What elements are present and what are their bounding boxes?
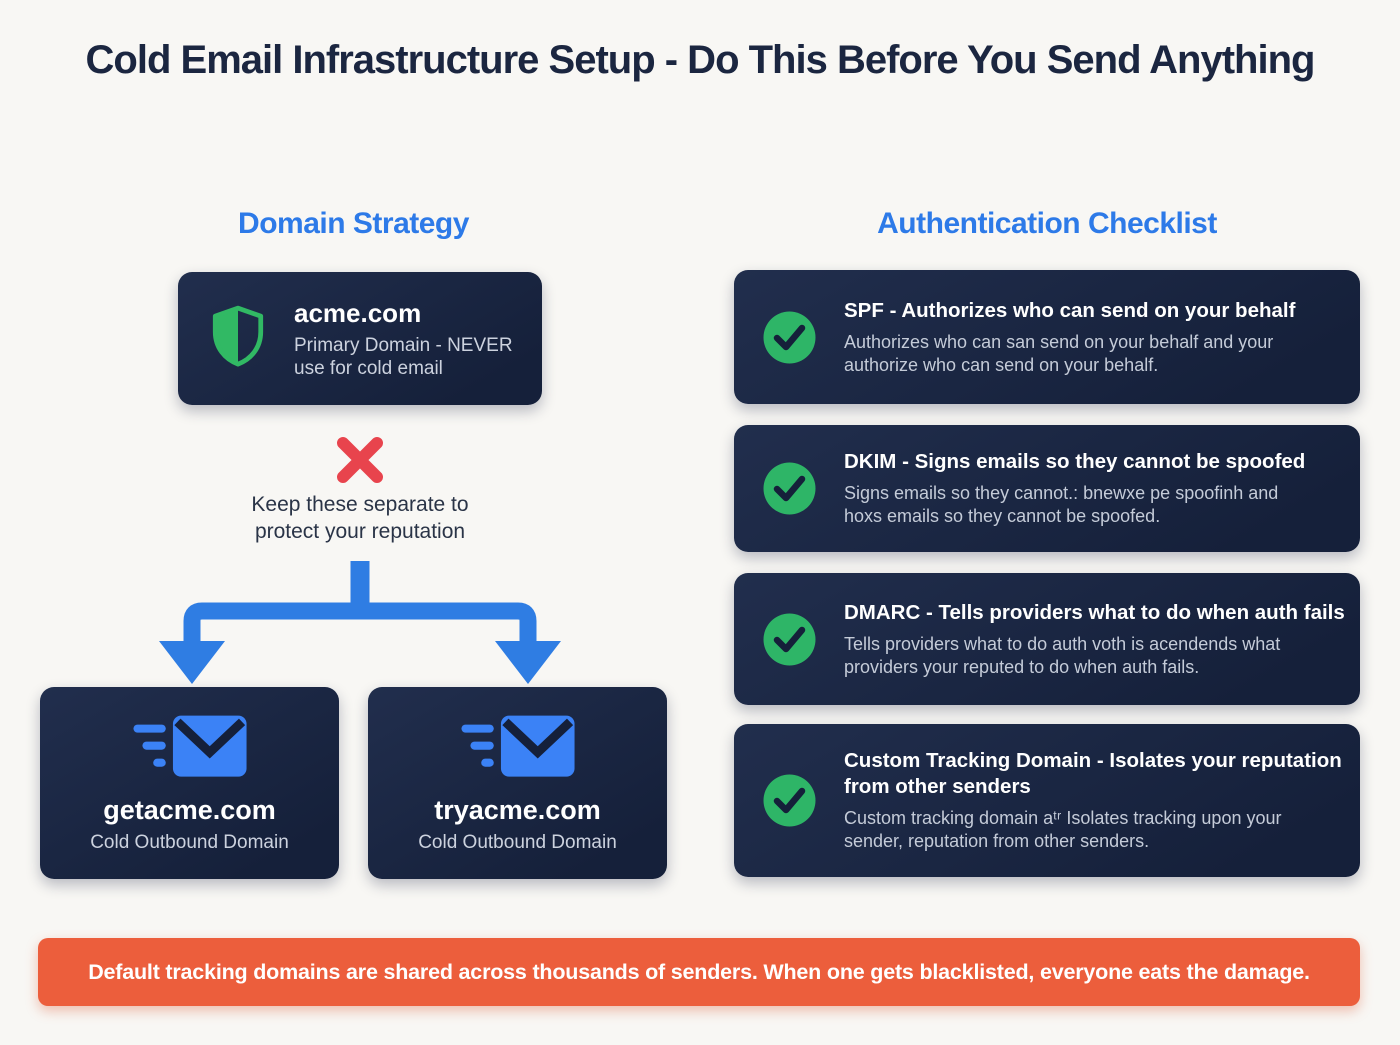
checklist-item-title: DKIM - Signs emails so they cannot be sp…	[844, 450, 1306, 473]
outbound-domain-name: tryacme.com	[434, 795, 601, 825]
check-icon	[762, 461, 817, 516]
checklist-item-text: SPF - Authorizes who can send on your be…	[844, 298, 1360, 377]
checklist-item-dmarc: DMARC - Tells providers what to do when …	[734, 573, 1360, 705]
checklist-item-title: Custom Tracking Domain - Isolates your r…	[844, 749, 1342, 798]
checklist-item-description: Custom tracking domain aᵗʳ Isolates trac…	[844, 808, 1282, 851]
outbound-domain-card: tryacme.com Cold Outbound Domain	[368, 687, 667, 879]
checklist-item-tracking-domain: Custom Tracking Domain - Isolates your r…	[734, 724, 1360, 877]
primary-card-text: acme.com Primary Domain - NEVER use for …	[294, 298, 513, 380]
checklist-item-title: DMARC - Tells providers what to do when …	[844, 600, 1345, 624]
check-icon	[762, 612, 817, 667]
checklist-item-text: Custom Tracking Domain - Isolates your r…	[844, 748, 1360, 853]
domain-strategy-heading: Domain Strategy	[238, 207, 469, 240]
warning-banner-text: Default tracking domains are shared acro…	[88, 959, 1310, 984]
check-icon	[762, 773, 817, 828]
outbound-domain-name: getacme.com	[103, 795, 276, 825]
mail-icon	[131, 712, 249, 787]
checklist-item-description: Tells providers what to do auth voth is …	[844, 633, 1281, 677]
check-icon	[762, 310, 817, 365]
checklist-item-description: Signs emails so they cannot.: bnewxe pe …	[844, 483, 1279, 526]
checklist-item-dkim: DKIM - Signs emails so they cannot be sp…	[734, 425, 1360, 552]
warning-banner: Default tracking domains are shared acro…	[38, 938, 1360, 1006]
auth-checklist-heading: Authentication Checklist	[877, 207, 1217, 240]
x-icon	[333, 433, 387, 487]
outbound-domain-label: Cold Outbound Domain	[90, 832, 289, 853]
checklist-item-spf: SPF - Authorizes who can send on your be…	[734, 270, 1360, 404]
mail-icon	[459, 712, 577, 787]
primary-domain-name: acme.com	[294, 297, 422, 328]
primary-domain-card: acme.com Primary Domain - NEVER use for …	[178, 272, 542, 405]
checklist-item-text: DKIM - Signs emails so they cannot be sp…	[844, 449, 1360, 528]
branch-arrow-icon	[120, 561, 600, 686]
keep-separate-note: Keep these separate to protect your repu…	[251, 493, 469, 543]
outbound-domain-card: getacme.com Cold Outbound Domain	[40, 687, 339, 879]
checklist-item-text: DMARC - Tells providers what to do when …	[844, 600, 1360, 679]
checklist-item-description: Authorizes who can san send on your beha…	[844, 331, 1274, 375]
page-title: Cold Email Infrastructure Setup - Do Thi…	[85, 38, 1316, 82]
checklist-item-title: SPF - Authorizes who can send on your be…	[844, 298, 1296, 322]
shield-icon	[210, 305, 266, 372]
outbound-domain-label: Cold Outbound Domain	[418, 832, 617, 853]
primary-domain-description: Primary Domain - NEVER use for cold emai…	[294, 334, 513, 379]
